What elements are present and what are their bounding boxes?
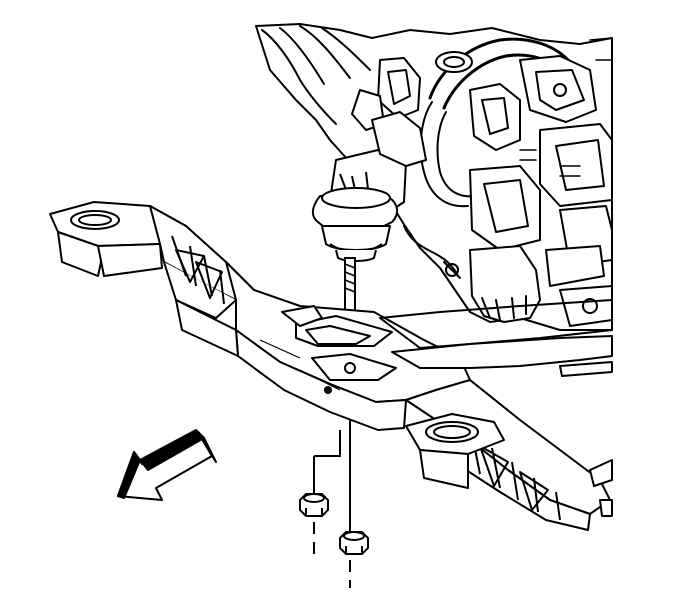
front-direction-arrow-icon [117,429,217,501]
engine-assembly [255,23,613,331]
mount-nut [299,493,329,517]
transmission-support-crossmember [49,201,613,531]
installation-guide-lines [313,420,351,588]
transmission-mount [312,111,427,262]
mount-nut [339,531,369,555]
